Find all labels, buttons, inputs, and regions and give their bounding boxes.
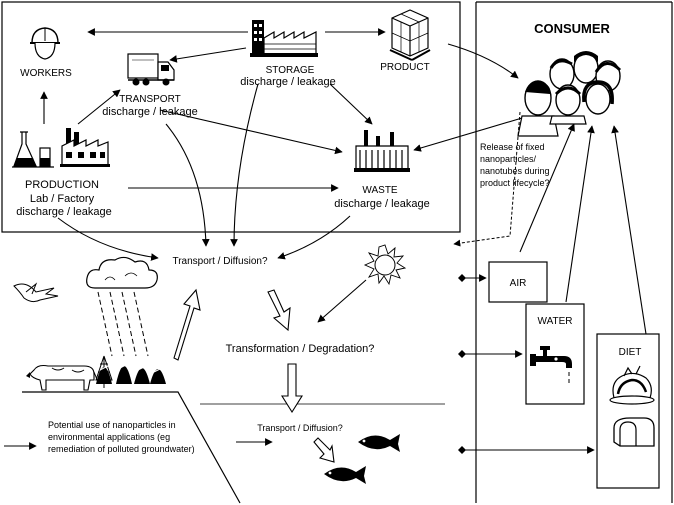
production-label: PRODUCTION bbox=[25, 179, 99, 191]
factory-icon bbox=[60, 128, 110, 167]
transport-diffusion-bottom: Transport / Diffusion? bbox=[257, 423, 343, 433]
rain-lines bbox=[97, 291, 149, 357]
consumer-title: CONSUMER bbox=[534, 21, 610, 36]
consumer-people-icon bbox=[517, 51, 622, 137]
product-label: PRODUCT bbox=[380, 62, 429, 73]
storage-label: STORAGE bbox=[266, 65, 315, 76]
ground-line bbox=[22, 391, 241, 504]
waste-label: WASTE bbox=[362, 185, 398, 196]
arrow-origins bbox=[458, 274, 466, 454]
cloud-icon bbox=[86, 256, 158, 289]
dashed-release-arrow bbox=[453, 111, 521, 247]
bird-icon bbox=[13, 282, 59, 303]
flow-arrows bbox=[4, 28, 647, 454]
potential-line-2: environmental applications (eg bbox=[48, 432, 170, 442]
diet-box bbox=[596, 333, 660, 489]
product-boxes-icon bbox=[389, 9, 431, 61]
transport-label: TRANSPORT bbox=[119, 94, 181, 105]
release-line-4: product lifecycle? bbox=[480, 178, 550, 188]
bread-icon bbox=[613, 417, 655, 447]
production-sub2-label: discharge / leakage bbox=[16, 206, 111, 218]
factory-box bbox=[1, 1, 461, 233]
storage-factory-icon bbox=[250, 20, 318, 57]
air-box bbox=[488, 261, 548, 303]
sun-icon bbox=[363, 244, 407, 286]
cake-icon bbox=[609, 365, 655, 405]
transport-sub-label: discharge / leakage bbox=[102, 106, 197, 118]
water-label: WATER bbox=[538, 316, 573, 327]
production-sub1-label: Lab / Factory bbox=[30, 193, 95, 205]
workers-label: WORKERS bbox=[20, 68, 72, 79]
hollow-arrows bbox=[173, 288, 335, 463]
waste-plant-icon bbox=[354, 130, 410, 172]
release-line-2: nanoparticles/ bbox=[480, 154, 537, 164]
lab-flask-icon bbox=[12, 131, 54, 168]
storage-sub-label: discharge / leakage bbox=[240, 76, 335, 88]
transformation-label: Transformation / Degradation? bbox=[226, 343, 375, 355]
release-line-3: nanotubes during bbox=[480, 166, 550, 176]
cow-icon bbox=[26, 364, 99, 391]
tap-icon bbox=[530, 346, 572, 383]
transport-diffusion-top: Transport / Diffusion? bbox=[172, 256, 267, 267]
worker-icon bbox=[30, 27, 60, 60]
potential-line-3: remediation of polluted groundwater) bbox=[48, 444, 195, 454]
truck-icon bbox=[127, 53, 175, 86]
diet-label: DIET bbox=[619, 347, 642, 358]
release-line-1: Release of fixed bbox=[480, 142, 545, 152]
tree-icon bbox=[95, 355, 166, 388]
waste-sub-label: discharge / leakage bbox=[334, 198, 429, 210]
potential-line-1: Potential use of nanoparticles in bbox=[48, 420, 176, 430]
air-label: AIR bbox=[510, 278, 527, 289]
